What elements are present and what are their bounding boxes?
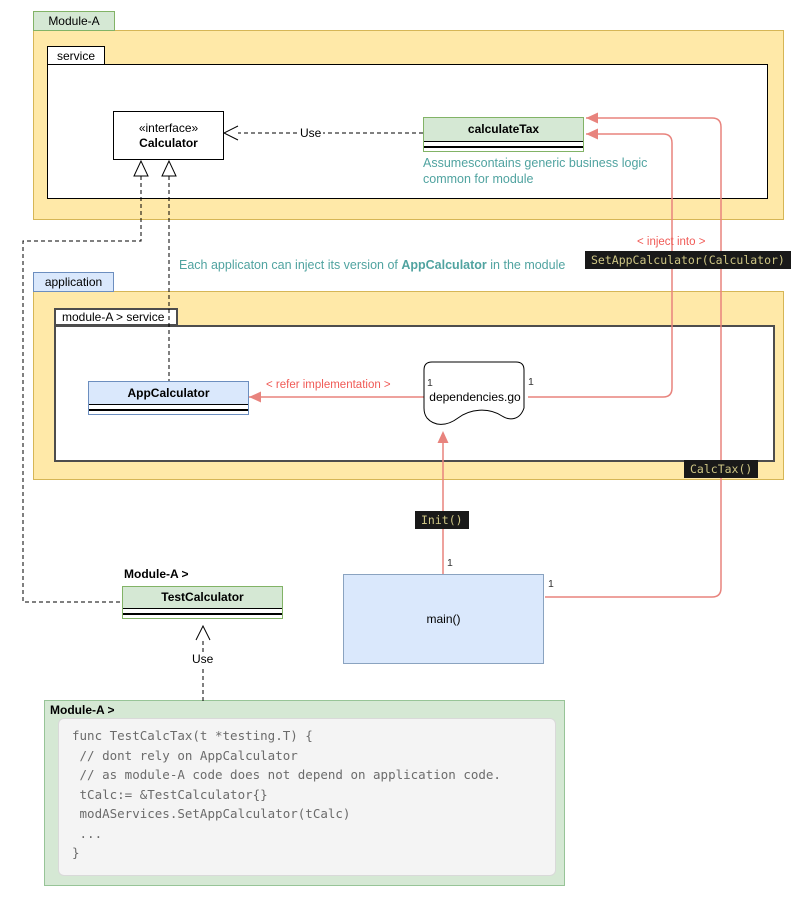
note-text: in the module xyxy=(486,258,566,272)
test-code-panel xyxy=(58,718,556,876)
code-line: modAServices.SetAppCalculator(tCalc) xyxy=(72,806,351,821)
multiplicity-label: 1 xyxy=(447,557,453,569)
inject-note: Each applicaton can inject its version o… xyxy=(179,257,565,273)
dependencies-name: dependencies.go xyxy=(429,390,521,404)
use-bottom-open-arrow-icon xyxy=(195,624,211,641)
calculator-stereotype: «interface» xyxy=(138,120,199,135)
note-text: Each applicaton can inject its version o… xyxy=(179,258,402,272)
note-text-bold: AppCalculator xyxy=(401,258,487,272)
testcalculator-name: TestCalculator xyxy=(161,590,244,604)
calculatetax-box: calculateTax xyxy=(423,117,584,152)
init-label: Init() xyxy=(415,511,469,529)
setappcalculator-label: SetAppCalculator(Calculator) xyxy=(585,251,791,269)
calculatetax-name: calculateTax xyxy=(467,122,540,136)
main-name: main() xyxy=(426,612,461,626)
calculatetax-compartment xyxy=(424,146,583,151)
service-container-tab: service xyxy=(47,46,105,65)
multiplicity-label: 1 xyxy=(427,377,433,389)
code-line: // as module-A code does not depend on a… xyxy=(72,767,501,782)
appcalculator-compartment xyxy=(89,404,248,409)
appcalculator-compartment xyxy=(89,409,248,414)
use-bottom-label: Use xyxy=(190,652,216,666)
refer-implementation-label: < refer implementation > xyxy=(266,379,391,391)
code-line: // dont rely on AppCalculator xyxy=(72,747,298,763)
test-code: func TestCalcTax(t *testing.T) { // dont… xyxy=(72,726,501,863)
code-line: func TestCalcTax(t *testing.T) { xyxy=(72,728,313,743)
calculatetax-compartment xyxy=(424,141,583,146)
testcalculator-box: TestCalculator xyxy=(122,586,283,619)
testcalculator-compartment xyxy=(123,608,282,613)
module-a-service-tab: module-A > service xyxy=(54,308,178,326)
application-container-tab: application xyxy=(33,272,114,292)
note-line: common for module xyxy=(423,172,534,186)
multiplicity-label: 1 xyxy=(528,376,534,388)
appcalculator-box: AppCalculator xyxy=(88,381,249,415)
main-box: main() xyxy=(343,574,544,664)
module-a-container-tab: Module-A xyxy=(33,11,115,31)
calctax-label: CalcTax() xyxy=(684,460,759,478)
code-line: tCalc:= &TestCalculator{} xyxy=(72,786,268,802)
test-code-header: Module-A > xyxy=(50,703,115,717)
testcalculator-compartment xyxy=(123,613,282,618)
code-line: } xyxy=(72,845,80,860)
calculatetax-note: Assumescontains generic business logic c… xyxy=(423,155,673,187)
calculator-interface-box: «interface» Calculator xyxy=(113,111,224,160)
code-line: ... xyxy=(72,825,103,841)
calculator-name: Calculator xyxy=(139,135,198,150)
use-top-label: Use xyxy=(298,126,324,140)
testcalculator-header: Module-A > xyxy=(124,567,189,581)
appcalculator-name: AppCalculator xyxy=(127,385,210,400)
note-line: Assumescontains generic business logic xyxy=(423,156,648,170)
inject-into-label: < inject into > xyxy=(637,236,706,248)
multiplicity-label: 1 xyxy=(548,578,554,590)
